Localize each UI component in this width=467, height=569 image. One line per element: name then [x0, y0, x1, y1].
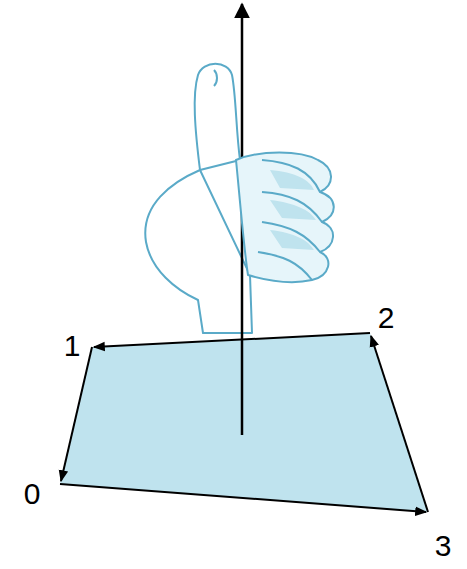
edge-arrow [371, 336, 428, 512]
finger-shading [270, 170, 316, 250]
fist [236, 153, 334, 283]
polygon-face [60, 333, 428, 512]
edge-arrow [94, 333, 370, 347]
callout-number: 3 [435, 531, 452, 561]
edge-arrow [61, 347, 92, 481]
hand [145, 64, 252, 333]
callout-number: 0 [24, 479, 41, 509]
edge-arrow [60, 484, 426, 512]
callout-number: 1 [64, 331, 81, 361]
callout-number: 2 [378, 303, 395, 333]
fingers [236, 153, 334, 283]
thumb [195, 64, 240, 170]
polygon-edges [60, 333, 428, 512]
finger-creases [258, 160, 322, 280]
hand-back [145, 170, 252, 333]
thumbnail [214, 70, 217, 86]
